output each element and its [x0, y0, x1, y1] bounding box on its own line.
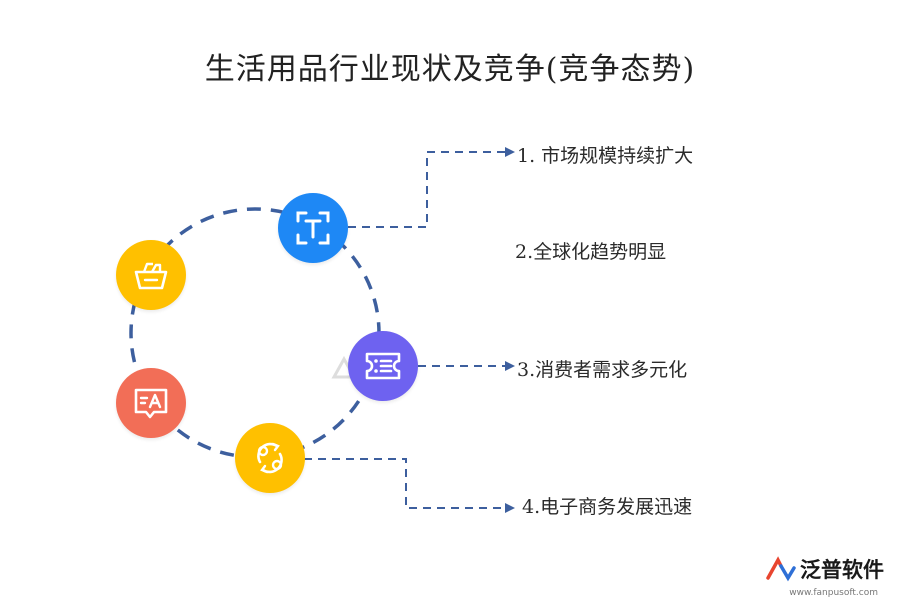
node-list-ticket — [348, 331, 418, 401]
diagram-title: 生活用品行业现状及竞争(竞争态势) — [204, 52, 696, 87]
exchange-arrows-icon — [257, 442, 283, 474]
item-label-1: 1. 市场规模持续扩大 — [517, 145, 694, 167]
item-label-4: 4.电子商务发展迅速 — [522, 496, 693, 518]
text-frame-icon — [296, 211, 330, 245]
arrowhead-3 — [505, 361, 515, 371]
brand-name: 泛普软件 — [800, 558, 884, 582]
brand-logo-icon — [766, 556, 796, 582]
brand-url: www.fanpusoft.com — [789, 588, 878, 598]
node-text-frame — [278, 193, 348, 263]
basket-icon — [134, 262, 168, 290]
connector-4 — [304, 458, 505, 509]
node-basket — [116, 240, 186, 310]
arrowhead-1 — [505, 147, 515, 157]
connector-1 — [348, 151, 505, 228]
item-label-3: 3.消费者需求多元化 — [517, 359, 688, 381]
node-translate — [116, 368, 186, 438]
arrowhead-4 — [505, 503, 515, 513]
item-label-2: 2.全球化趋势明显 — [515, 241, 667, 263]
node-exchange — [235, 423, 305, 493]
translate-bubble-icon — [134, 388, 168, 419]
list-ticket-icon — [365, 352, 401, 380]
brand-logo: 泛普软件 — [766, 554, 884, 584]
